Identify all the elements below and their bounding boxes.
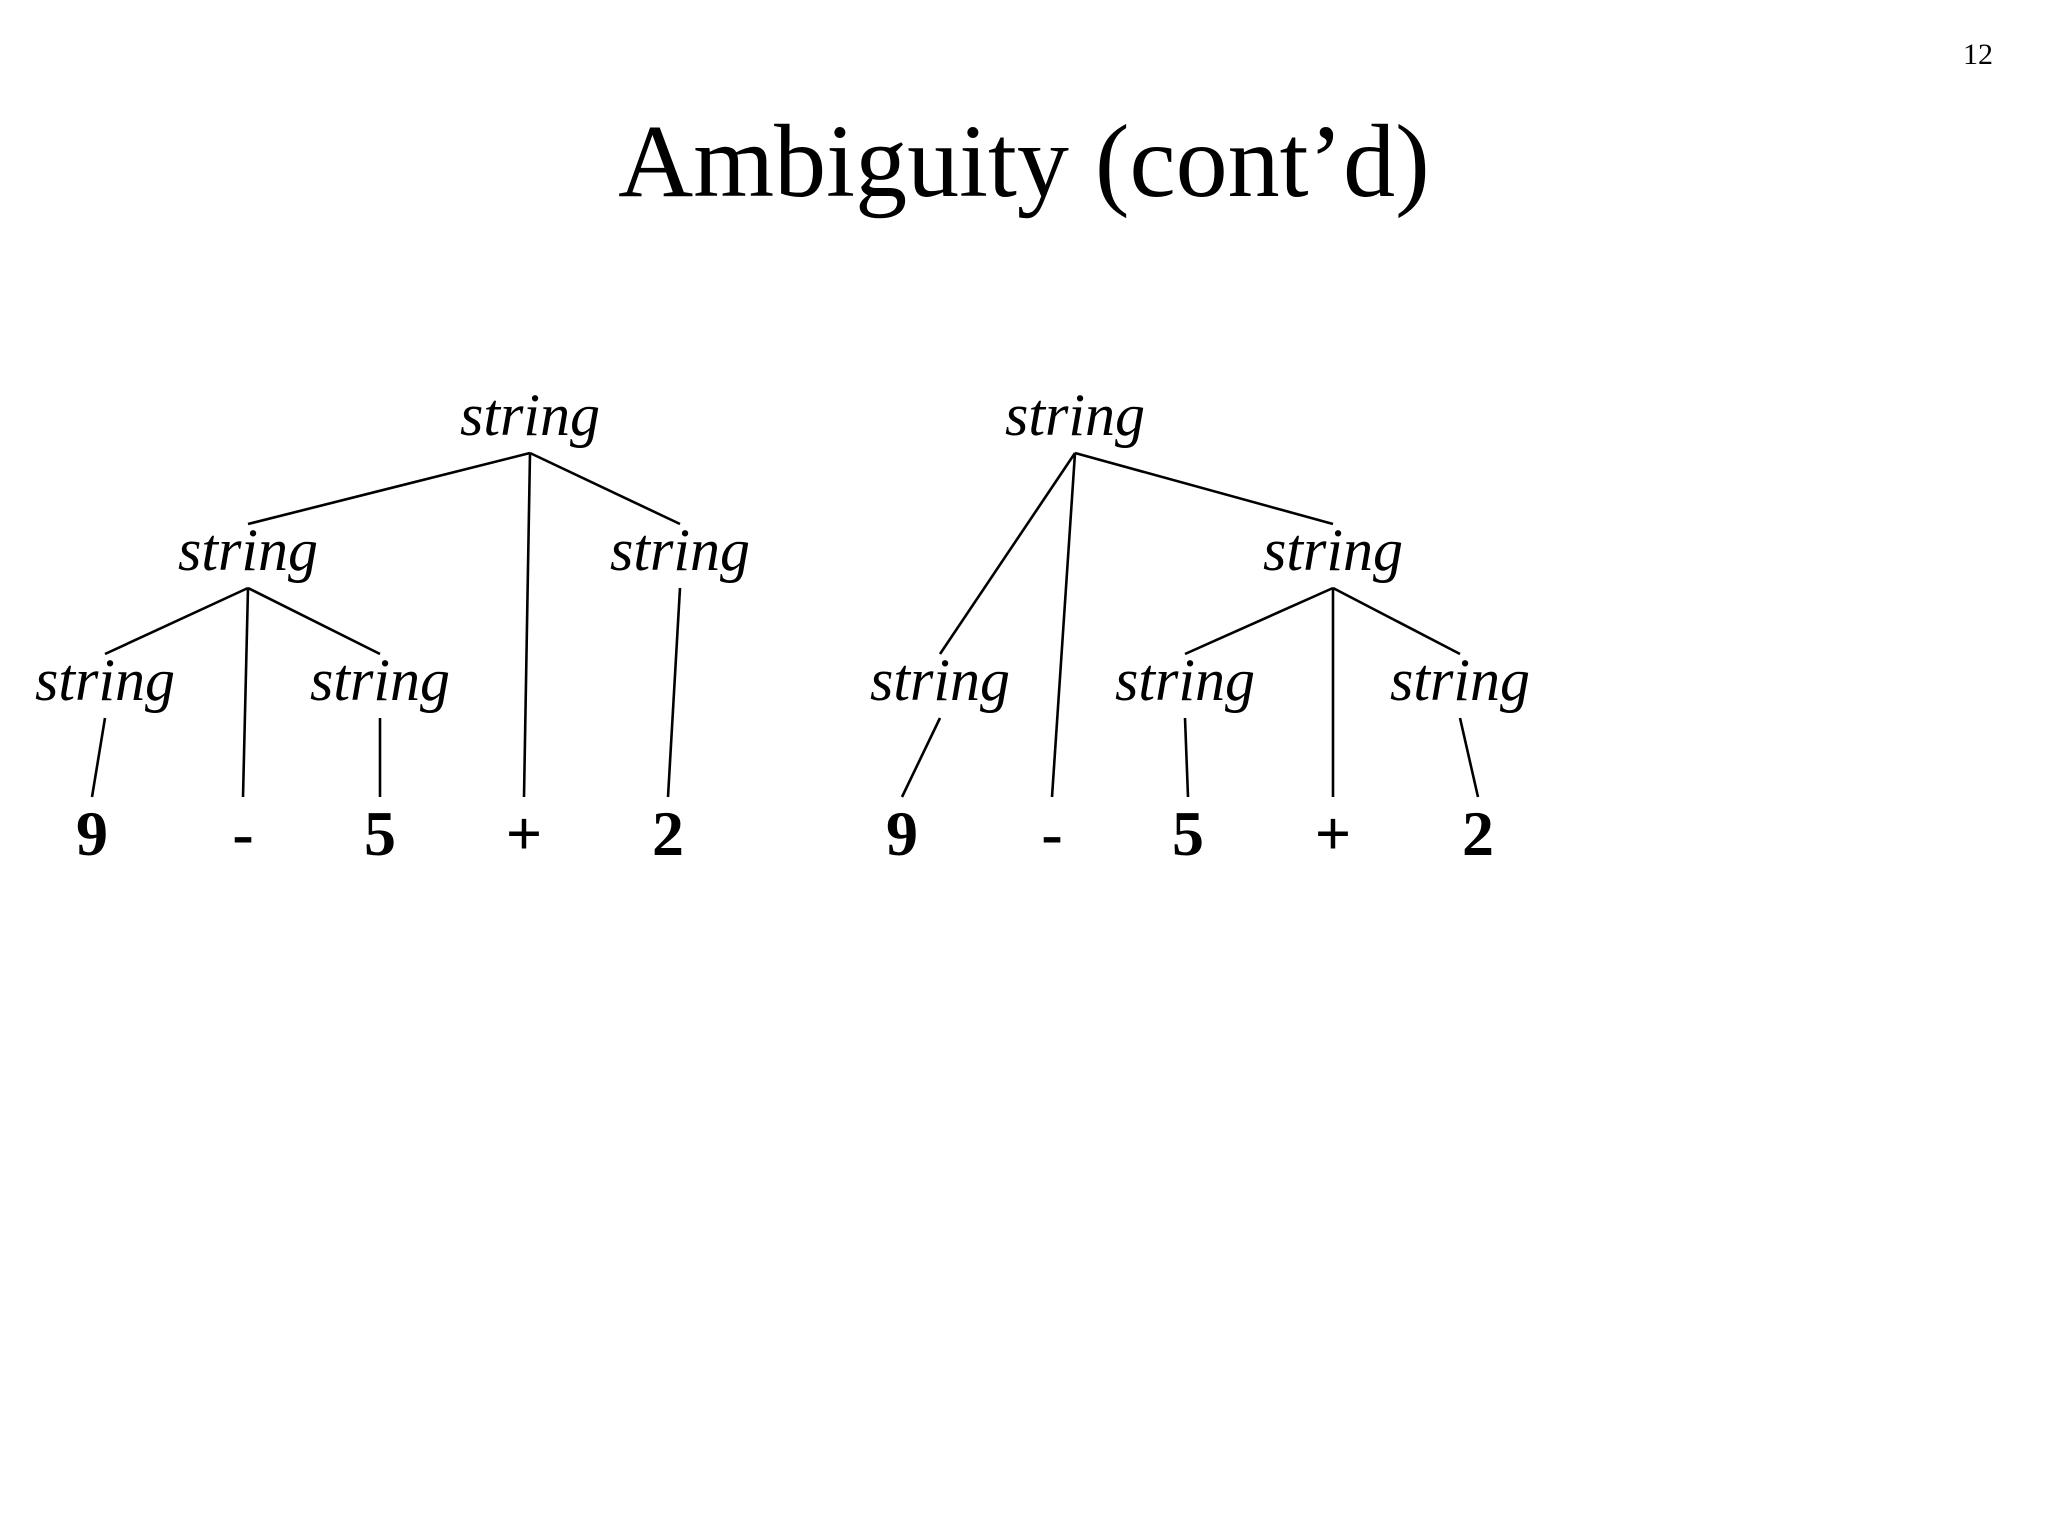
tree-terminals-layer: 9 - 5 +2 9 - 5 +2 [76,798,1494,869]
tree-edge [1332,586,1461,656]
tree-terminal-label: + [1315,798,1351,869]
tree-edge [938,452,1077,655]
tree-edge [104,586,249,656]
tree-edges-layer [90,451,1480,798]
tree-terminal-label: 9 [76,798,108,869]
tree-edge [1074,451,1334,526]
tree-edge [522,452,532,798]
tree-node-label: string [1390,647,1530,713]
tree-edge [1458,717,1480,798]
tree-terminal-label: 5 [1172,798,1204,869]
tree-terminal-label: + [506,798,542,869]
tree-edge [247,451,531,526]
tree-node-label: string [610,517,750,583]
tree-edge [529,451,681,526]
tree-terminal-label: 5 [364,798,396,869]
tree-node-label: string [460,382,600,448]
tree-node-label: string [35,647,175,713]
tree-edge [900,717,942,798]
page-title: Ambiguity (cont’d) [618,104,1430,219]
tree-edge [90,717,107,798]
tree-node-label: string [1005,382,1145,448]
tree-edge [247,586,381,656]
tree-node-label: string [178,517,318,583]
tree-terminal-label: 9 [886,798,918,869]
tree-node-label: string [310,647,450,713]
tree-node-label: string [1263,517,1403,583]
tree-edge [1183,717,1190,798]
tree-edge [241,587,250,798]
tree-terminal-label: 2 [652,798,684,869]
tree-terminal-label: 2 [1462,798,1494,869]
tree-node-label: string [870,647,1010,713]
tree-edge [1050,452,1077,798]
tree-edge [666,587,682,798]
tree-terminal-label: - [232,798,253,869]
tree-edge [1184,586,1334,656]
page-number: 12 [1963,38,1993,71]
tree-node-label: string [1115,647,1255,713]
tree-terminal-label: - [1041,798,1062,869]
